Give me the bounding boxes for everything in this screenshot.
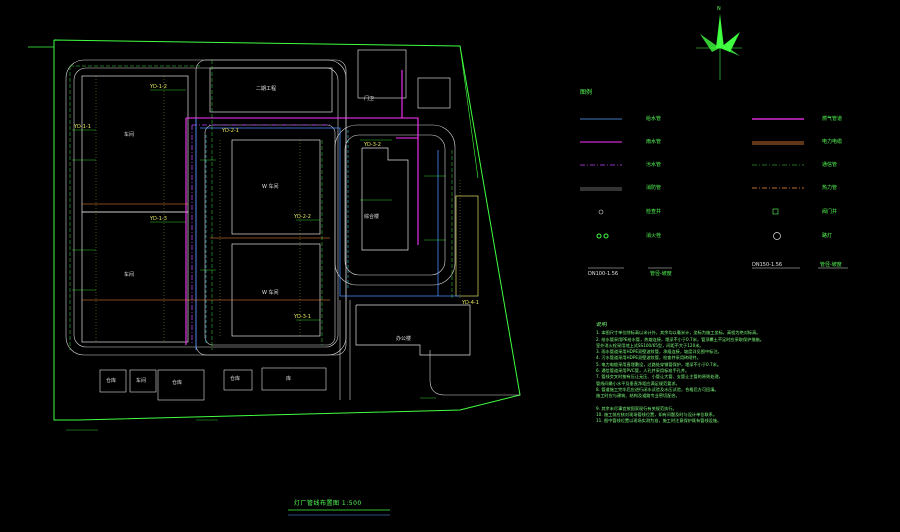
building-workshop-a bbox=[81, 75, 189, 213]
utility-lines bbox=[69, 60, 461, 350]
note-line: 施工时应与建筑、结构及道路专业密切配合。 bbox=[596, 393, 680, 399]
road-network bbox=[65, 59, 520, 400]
sheds bbox=[99, 367, 327, 401]
legend-item: 消火栓 bbox=[646, 233, 662, 239]
label-block-4: W 车间 bbox=[262, 290, 279, 296]
note-line: 5. 电力电缆采用直埋敷设，过路处穿钢管保护，埋深不小于0.7米。 bbox=[596, 361, 722, 367]
building-block-5 bbox=[361, 147, 409, 251]
building-block-6 bbox=[355, 304, 471, 356]
note-line: 8. 管道施工完毕后应进行闭水试验及水压试验，合格后方可回填。 bbox=[596, 386, 719, 392]
legend-item: 阀门井 bbox=[822, 209, 838, 215]
note-line: 室外消火栓采用地上式SS100/65型，间距不大于120米。 bbox=[596, 342, 704, 348]
label-workshop-a: 车间 bbox=[124, 132, 135, 138]
legend-lines bbox=[580, 118, 848, 269]
legend-item: 给水管 bbox=[646, 116, 662, 122]
grid-label: YD-1-3 bbox=[150, 216, 167, 222]
grid-label: YD-1-1 bbox=[74, 124, 91, 130]
label-block-3: W 车间 bbox=[262, 184, 279, 190]
compass-label: N bbox=[717, 6, 721, 12]
legend-sample-note: 管径-坡度 bbox=[650, 271, 672, 277]
note-line: 2. 给水管采用PE给水管，热熔连接，埋深不小于0.7米，管顶覆土不足时应采取保… bbox=[596, 336, 764, 342]
legend-item: 检查井 bbox=[646, 209, 662, 215]
label-block-7: 门卫 bbox=[364, 96, 375, 102]
legend-sample-code: DN100-1.56 bbox=[588, 271, 619, 277]
legend-item: 雨水管 bbox=[646, 139, 662, 145]
annotation-ticks bbox=[66, 89, 446, 431]
note-line: 1. 本图尺寸单位除标高以米计外，其余均以毫米计，坐标为施工坐标，高程为绝对标高… bbox=[596, 330, 761, 336]
building-block-2 bbox=[209, 67, 333, 113]
note-line: 10. 施工前应核对现场管线位置，如有问题及时与设计单位联系。 bbox=[596, 412, 718, 418]
site-boundary bbox=[28, 39, 521, 421]
legend-sample-code: DN150-1.56 bbox=[752, 262, 783, 268]
note-line: 11. 图中管线位置以现场实测为准，施工时注意保护既有管线设施。 bbox=[596, 418, 722, 424]
label-shed-2: 车间 bbox=[136, 378, 147, 384]
legend-item: 热力管 bbox=[822, 185, 838, 191]
design-notes: 说明 1. 本图尺寸单位除标高以米计外，其余均以毫米计，坐标为施工坐标，高程为绝… bbox=[596, 322, 896, 425]
label-shed-3: 仓库 bbox=[172, 380, 183, 386]
grid-label: YD-1-2 bbox=[150, 84, 167, 90]
label-shed-5: 库 bbox=[286, 376, 292, 382]
legend-item: 消防管 bbox=[646, 185, 662, 191]
note-line: 4. 污水管道采用HDPE双壁波纹管，检查井采用砖砌井。 bbox=[596, 355, 701, 361]
note-line: 管线间最小水平及垂直净距应满足规范要求。 bbox=[596, 380, 680, 386]
notes-heading: 说明 bbox=[596, 322, 608, 328]
legend-sample-note: 管径-坡度 bbox=[820, 262, 842, 268]
building-block-4 bbox=[231, 243, 321, 337]
note-line: 9. 其余未尽事宜按国家现行有关规范执行。 bbox=[596, 405, 677, 411]
label-workshop-b: 车间 bbox=[124, 272, 135, 278]
label-block-6: 办公楼 bbox=[396, 336, 412, 342]
legend-heading: 图例 bbox=[580, 89, 593, 96]
note-line: 6. 通信管道采用PVC管，人孔井采用标准手孔井。 bbox=[596, 368, 690, 374]
grid-label: YD-2-2 bbox=[294, 214, 311, 220]
legend-item: 污水管 bbox=[646, 162, 662, 168]
label-shed-4: 仓库 bbox=[230, 376, 241, 382]
legend-item: 电力电缆 bbox=[822, 139, 843, 145]
grid-label: YD-3-1 bbox=[294, 314, 311, 320]
legend-item: 燃气管道 bbox=[822, 116, 843, 122]
drawing-title: 灯厂管线布置图 1:500 bbox=[294, 500, 362, 507]
note-line: 3. 雨水管道采用HDPE双壁波纹管，承插连接，坡度详见图中标注。 bbox=[596, 349, 722, 355]
label-shed-1: 仓库 bbox=[106, 378, 117, 384]
legend-item: 通信管 bbox=[822, 162, 838, 168]
grid-label: YD-3-2 bbox=[364, 142, 381, 148]
buildings bbox=[81, 49, 479, 356]
label-block-2: 二期工程 bbox=[256, 86, 277, 92]
grid-label: YD-4-1 bbox=[462, 300, 479, 306]
legend-item: 路灯 bbox=[822, 233, 833, 239]
north-arrow-icon bbox=[696, 14, 742, 80]
building-workshop-b bbox=[81, 211, 189, 343]
building-block-3 bbox=[231, 139, 321, 235]
grid-label: YD-2-1 bbox=[222, 128, 239, 134]
label-block-5: 综合楼 bbox=[364, 214, 380, 220]
note-line: 7. 管线交叉时按有压让无压、小管让大管、支管让主管的原则处理， bbox=[596, 374, 723, 380]
